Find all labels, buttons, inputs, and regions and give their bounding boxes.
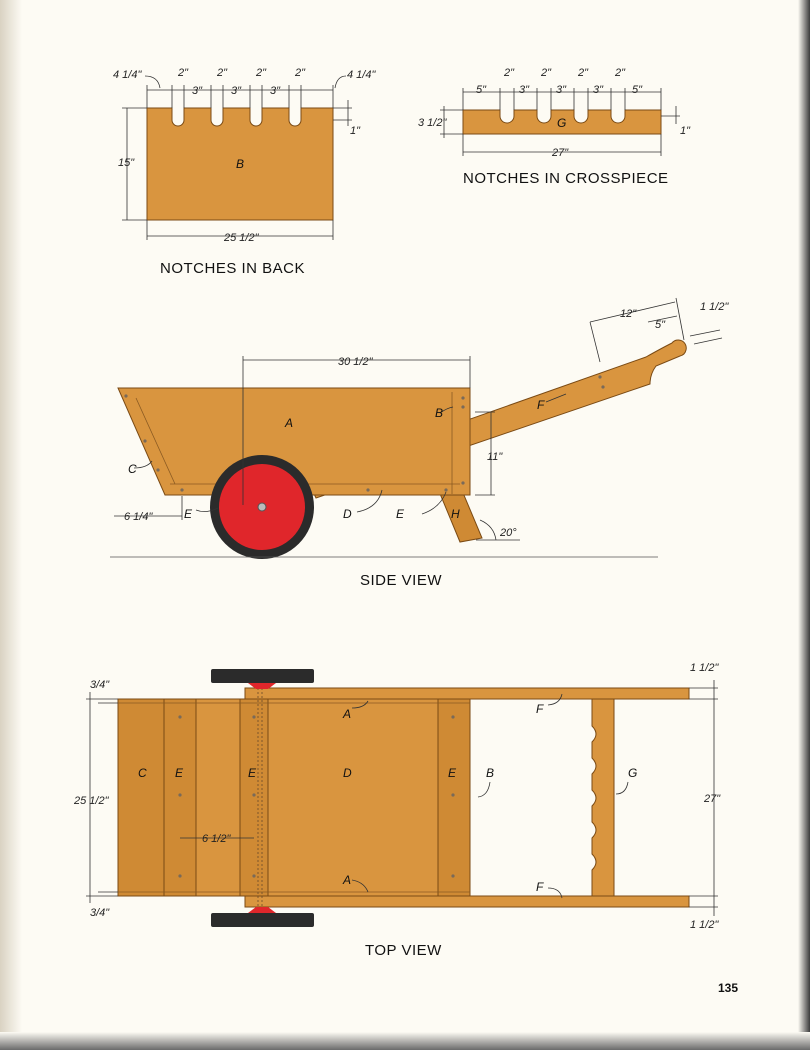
top-wheel-lower [211, 913, 314, 927]
top-dim-edge-upper: 3/4" [90, 679, 110, 691]
cross-dim-notch-2: 2" [540, 67, 552, 79]
top-dim-handle-lower: 1 1/2" [690, 919, 719, 931]
side-label-a: A [284, 416, 293, 430]
crosspiece-g [462, 109, 662, 135]
side-dim-handle-12: 12" [620, 308, 637, 320]
cross-dim-gap-1: 3" [519, 84, 530, 96]
side-front-c-seam [135, 397, 176, 485]
top-wheel-lower-hub [248, 907, 276, 913]
top-dim-width: 25 1/2" [73, 795, 110, 807]
top-label-e-3: E [448, 766, 457, 780]
top-dim-outer: 27" [703, 793, 721, 805]
cross-dim-gap-2: 3" [556, 84, 567, 96]
back-dim-gap-2: 3" [231, 85, 242, 97]
back-caption: NOTCHES IN BACK [160, 260, 305, 277]
top-cleat-e-1 [163, 698, 197, 897]
top-label-a-lower: A [342, 873, 351, 887]
side-view-drawing: 30 1/2" 12" 5" 1 1/2" 11" 6 1/4" 20° A B… [110, 297, 729, 589]
side-label-d: D [343, 507, 352, 521]
top-label-a-upper: A [342, 707, 351, 721]
top-view-caption: TOP VIEW [365, 942, 442, 959]
top-label-f-lower: F [536, 880, 544, 894]
side-wheel-axle [257, 502, 267, 512]
back-dim-left-edge: 4 1/4" [113, 69, 142, 81]
side-label-e-rear: E [396, 507, 405, 521]
page-edge-shadow [798, 0, 810, 1050]
back-dim-width: 25 1/2" [223, 232, 260, 244]
top-label-e-2: E [248, 766, 257, 780]
back-dim-depth: 1" [350, 125, 361, 137]
side-label-c: C [128, 462, 137, 476]
top-dim-edge-lower: 3/4" [90, 907, 110, 919]
top-label-c: C [138, 766, 147, 780]
top-cleat-e-3 [437, 698, 471, 897]
top-dim-handle-upper: 1 1/2" [690, 662, 719, 674]
side-dim-leg-height: 11" [487, 451, 503, 463]
top-label-g: G [628, 766, 637, 780]
cross-dim-gap-3: 3" [593, 84, 604, 96]
top-handle-f-upper [244, 687, 690, 700]
cross-dim-notch-3: 2" [577, 67, 589, 79]
top-wheel-upper-hub [248, 683, 276, 689]
top-view-drawing: 3/4" 25 1/2" 3/4" 6 1/2" 1 1/2" 27" 1 1/… [73, 662, 721, 959]
page-spine-shadow [0, 0, 22, 1050]
cross-dim-end-left: 5" [476, 84, 487, 96]
back-dim-notch-2: 2" [216, 67, 228, 79]
cross-part-label: G [557, 116, 566, 130]
back-dim-gap-3: 3" [270, 85, 281, 97]
top-handle-f-lower [244, 895, 690, 908]
back-dim-gap-1: 3" [192, 85, 203, 97]
back-dim-notch-1: 2" [177, 67, 189, 79]
side-screws [124, 375, 605, 492]
page-number: 135 [718, 981, 738, 995]
side-dim-top-length: 30 1/2" [338, 356, 374, 368]
top-crosspiece-g [591, 698, 615, 897]
side-label-h: H [451, 507, 460, 521]
side-label-f: F [537, 398, 545, 412]
side-dim-handle-5: 5" [655, 319, 666, 331]
top-label-e-1: E [175, 766, 184, 780]
top-dim-spacing: 6 1/2" [202, 833, 231, 845]
side-dim-angle: 20° [499, 527, 517, 539]
back-dim-notch-3: 2" [255, 67, 267, 79]
side-label-e-front: E [184, 507, 193, 521]
side-dim-handle-width: 1 1/2" [700, 301, 729, 313]
page-bottom-edge [0, 1032, 810, 1050]
crosspiece-caption: NOTCHES IN CROSSPIECE [463, 170, 669, 187]
cross-dim-notch-4: 2" [614, 67, 626, 79]
side-label-b: B [435, 406, 443, 420]
top-label-d: D [343, 766, 352, 780]
top-label-f-upper: F [536, 702, 544, 716]
back-dim-right-edge: 4 1/4" [347, 69, 376, 81]
back-dim-height: 15" [118, 157, 135, 169]
back-panel-drawing: 4 1/4" 2" 2" 2" 2" 4 1/4" 3" 3" 3" 15" 1… [113, 67, 376, 277]
top-wheel-upper [211, 669, 314, 683]
cross-dim-notch-1: 2" [503, 67, 515, 79]
cross-dim-end-right: 5" [632, 84, 643, 96]
crosspiece-drawing: 2" 2" 2" 2" 5" 3" 3" 3" 5" 3 1/2" 1" 27"… [418, 67, 691, 187]
top-label-b: B [486, 766, 494, 780]
cross-dim-depth: 1" [680, 125, 691, 137]
top-screws [178, 715, 455, 878]
back-panel-b [146, 107, 334, 221]
side-dim-front-offset: 6 1/4" [124, 511, 153, 523]
top-cleat-e-2 [239, 698, 269, 897]
cross-dim-height: 3 1/2" [418, 117, 447, 129]
top-front-c [117, 698, 165, 897]
back-dim-notch-4: 2" [294, 67, 306, 79]
cross-dim-length: 27" [551, 147, 569, 159]
side-view-caption: SIDE VIEW [360, 572, 442, 589]
side-box-panel-a [117, 387, 471, 496]
back-part-label: B [236, 157, 244, 171]
